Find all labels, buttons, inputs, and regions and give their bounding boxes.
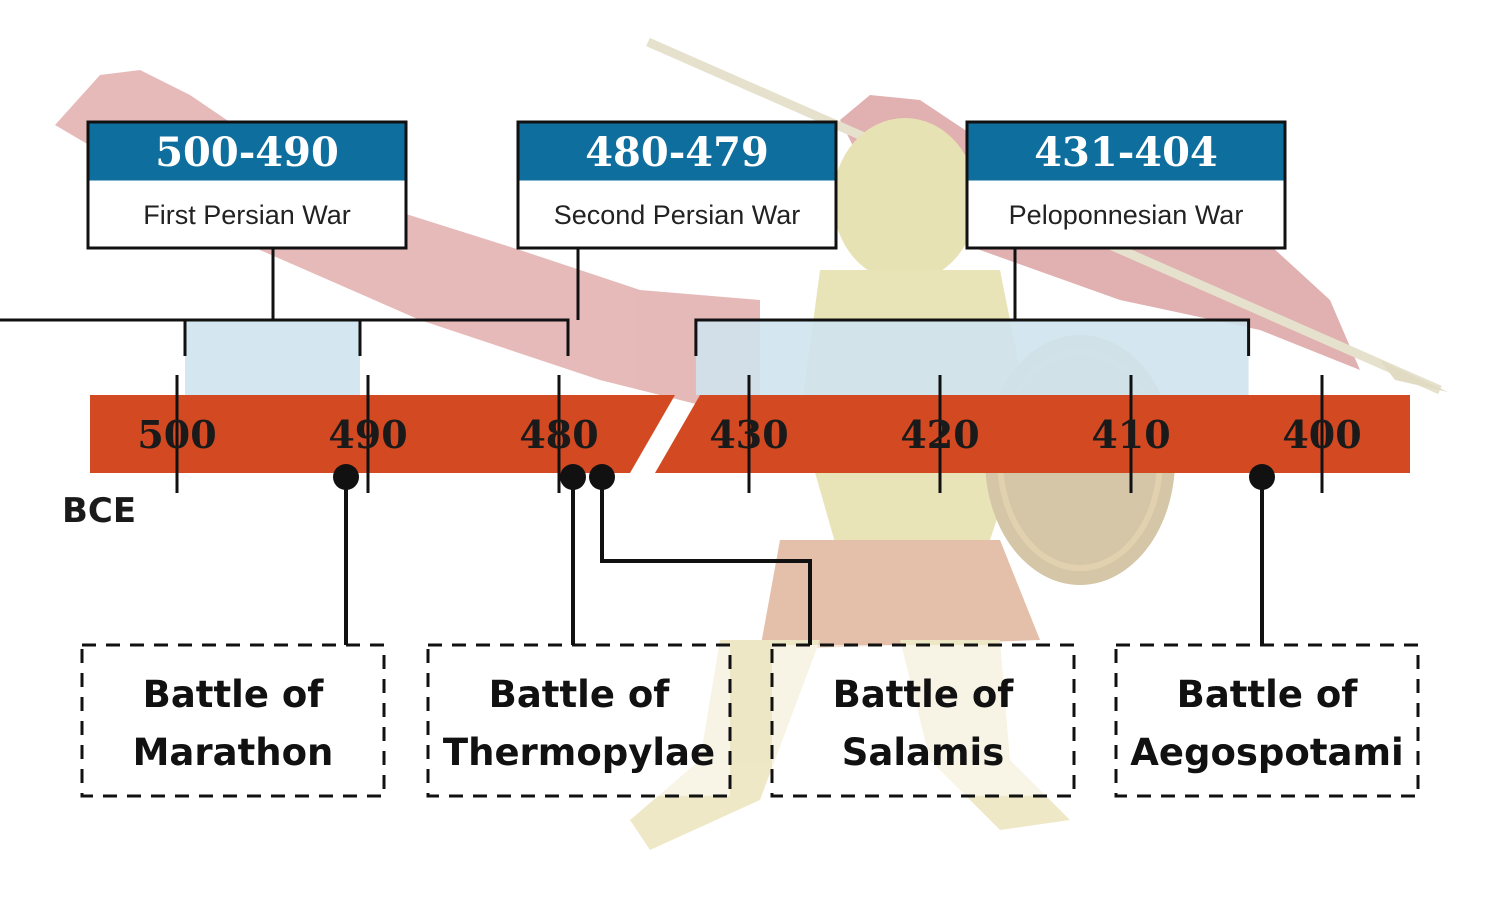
- war-box-header: [519, 123, 835, 181]
- timeline-bar: [90, 395, 675, 473]
- battle-label-line1: Battle of: [1177, 673, 1359, 716]
- battle-box-frame: [80, 643, 386, 798]
- tick-label-480: 480: [519, 412, 598, 457]
- war-range-label: 500-490: [155, 129, 339, 176]
- battle-label-line1: Battle of: [489, 673, 671, 716]
- spear-tip: [1380, 360, 1448, 392]
- battle-box-4: Battle of Aegospotami: [1114, 643, 1420, 798]
- war-span-1: [185, 320, 360, 395]
- battle-box-frame: [1114, 643, 1420, 798]
- battle-label-line2: Salamis: [842, 731, 1005, 774]
- war-name-label: Second Persian War: [554, 200, 801, 230]
- tick-label-400: 400: [1282, 412, 1361, 457]
- war-range-label: 431-404: [1034, 129, 1218, 176]
- tick-label-430: 430: [709, 412, 788, 457]
- tick-label-490: 490: [328, 412, 407, 457]
- battle-connector-3: [600, 477, 812, 645]
- battle-box-frame: [770, 643, 1076, 798]
- battle-label-line2: Marathon: [133, 731, 334, 774]
- battle-box-3: Battle of Salamis: [770, 643, 1076, 798]
- war-span-bands: [185, 320, 1249, 395]
- war-name-label: First Persian War: [143, 200, 351, 230]
- war-bracket-3: [694, 318, 1251, 356]
- battle-label-line2: Thermopylae: [443, 731, 715, 774]
- war-range-label: 480-479: [585, 129, 769, 176]
- battle-label-line2: Aegospotami: [1130, 731, 1403, 774]
- tick-label-410: 410: [1091, 412, 1170, 457]
- war-span-3: [695, 320, 1249, 395]
- battle-label-line1: Battle of: [143, 673, 325, 716]
- battle-box-frame: [426, 643, 732, 798]
- war-brackets: [0, 248, 1251, 356]
- year-ticks: 500 490 480 430 420 410 400: [137, 375, 1362, 493]
- tick-label-500: 500: [137, 412, 216, 457]
- battle-box-1: Battle of Marathon: [80, 643, 386, 798]
- battle-box-2: Battle of Thermopylae: [426, 643, 732, 798]
- timeline-bar-right: [655, 395, 1410, 473]
- era-label: BCE: [62, 491, 136, 531]
- helmet: [833, 118, 977, 282]
- skirt: [760, 540, 1040, 650]
- battle-label-line1: Battle of: [833, 673, 1015, 716]
- war-box-header: [89, 123, 405, 181]
- battle-connectors: [333, 464, 1275, 645]
- tick-label-420: 420: [900, 412, 979, 457]
- war-name-label: Peloponnesian War: [1009, 200, 1244, 230]
- war-box-header: [968, 123, 1284, 181]
- war-bracket-2: [0, 318, 570, 356]
